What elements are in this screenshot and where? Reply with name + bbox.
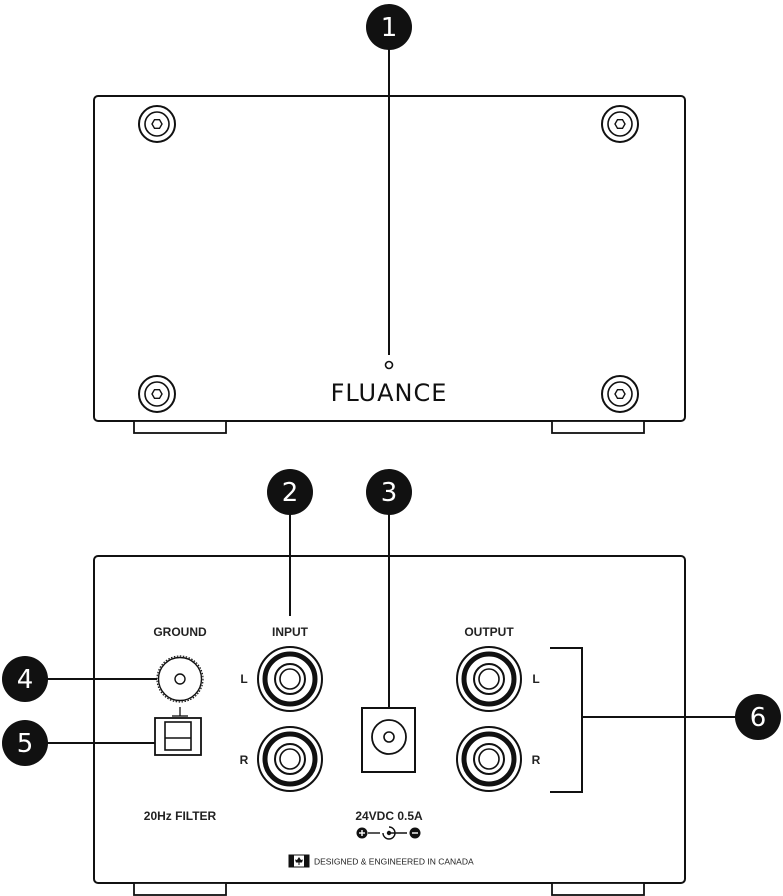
front-foot-right (551, 420, 645, 434)
power-led-icon (384, 360, 394, 370)
callout-3: 3 (366, 469, 412, 515)
footer-text: DESIGNED & ENGINEERED IN CANADA (314, 857, 474, 867)
output-left-label: L (532, 672, 539, 686)
screw-icon (601, 105, 639, 143)
callout-2: 2 (267, 469, 313, 515)
output-label: OUTPUT (464, 625, 514, 639)
rca-input-left-jack[interactable] (257, 646, 323, 712)
svg-text:4: 4 (17, 665, 34, 695)
svg-text:6: 6 (750, 703, 767, 733)
callout-1: 1 (366, 4, 412, 50)
screw-icon (138, 105, 176, 143)
brand-logo: FLUANCE (331, 379, 448, 407)
callout-4: 4 (2, 656, 48, 702)
callout-6: 6 (735, 694, 781, 740)
svg-text:2: 2 (282, 478, 299, 508)
svg-text:1: 1 (381, 13, 398, 43)
input-label: INPUT (272, 625, 309, 639)
input-right-label: R (240, 753, 249, 767)
rear-foot-left (133, 882, 227, 896)
screw-icon (138, 375, 176, 413)
ground-label: GROUND (153, 625, 207, 639)
callout-5: 5 (2, 720, 48, 766)
dc-power-jack[interactable] (361, 707, 416, 773)
power-rating-label: 24VDC 0.5A (355, 809, 423, 823)
ground-terminal-icon (156, 655, 204, 703)
filter-switch[interactable] (154, 717, 202, 756)
front-foot-left (133, 420, 227, 434)
filter-label: 20Hz FILTER (144, 809, 217, 823)
input-left-label: L (240, 672, 247, 686)
canada-flag-icon (288, 854, 310, 868)
rca-input-right-jack[interactable] (257, 726, 323, 792)
output-right-label: R (532, 753, 541, 767)
rear-panel: GROUND INPUT OUTPUT 20Hz FILTER L R (93, 555, 686, 896)
polarity-icon (356, 826, 421, 840)
rca-output-left-jack[interactable] (456, 646, 522, 712)
screw-icon (601, 375, 639, 413)
rca-output-right-jack[interactable] (456, 726, 522, 792)
svg-text:3: 3 (381, 478, 398, 508)
svg-text:5: 5 (17, 729, 34, 759)
rear-foot-right (551, 882, 645, 896)
